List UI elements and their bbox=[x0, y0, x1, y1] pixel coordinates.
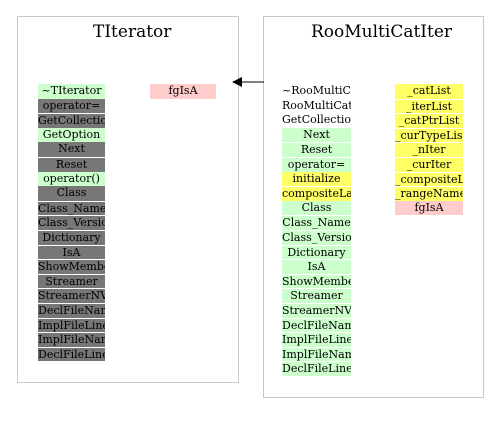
titerator-method-getoption[interactable]: GetOption bbox=[38, 127, 105, 143]
roomulticatiter-method-declfilename[interactable]: DeclFileName bbox=[282, 317, 351, 333]
roomulticatiter-method-showmembers[interactable]: ShowMembers bbox=[282, 273, 351, 289]
titerator-method-streamer[interactable]: Streamer bbox=[38, 273, 105, 289]
roomulticatiter-member-niter[interactable]: _nIter bbox=[395, 142, 463, 157]
roomulticatiter-member-rangename[interactable]: _rangeName bbox=[395, 186, 463, 201]
titerator-method-streamernvirtual[interactable]: StreamerNVirtual bbox=[38, 288, 105, 303]
titerator-method-operator[interactable]: operator() bbox=[38, 171, 105, 187]
roomulticatiter-method-getcollection[interactable]: GetCollection bbox=[282, 113, 351, 127]
titerator-method-operator[interactable]: operator= bbox=[38, 98, 105, 114]
titerator-method-implfilename[interactable]: ImplFileName bbox=[38, 332, 105, 347]
roomulticatiter-method-initialize[interactable]: initialize bbox=[282, 171, 351, 187]
titerator-method-implfileline[interactable]: ImplFileLine bbox=[38, 317, 105, 333]
titerator-method-titerator[interactable]: ~TIterator bbox=[38, 84, 105, 99]
roomulticatiter-method-streamernvirtual[interactable]: StreamerNVirtual bbox=[282, 302, 351, 318]
roomulticatiter-method-class-version[interactable]: Class_Version bbox=[282, 229, 351, 245]
roomulticatiter-method-next[interactable]: Next bbox=[282, 127, 351, 143]
titerator-method-declfileline[interactable]: DeclFileLine bbox=[38, 346, 105, 362]
titerator-method-reset[interactable]: Reset bbox=[38, 156, 105, 172]
roomulticatiter-method-implfilename[interactable]: ImplFileName bbox=[282, 346, 351, 362]
titerator-method-class[interactable]: Class bbox=[38, 186, 105, 201]
titerator-method-getcollection[interactable]: GetCollection bbox=[38, 113, 105, 128]
titerator-member-fgisa[interactable]: fgIsA bbox=[150, 84, 216, 99]
roomulticatiter-method-dictionary[interactable]: Dictionary bbox=[282, 244, 351, 260]
inheritance-arrow bbox=[232, 77, 264, 87]
titerator-method-declfilename[interactable]: DeclFileName bbox=[38, 302, 105, 318]
titerator-method-class-version[interactable]: Class_Version bbox=[38, 215, 105, 230]
roomulticatiter-member-iterlist[interactable]: _iterList bbox=[395, 98, 463, 114]
roomulticatiter-title: RooMultiCatIter bbox=[311, 22, 453, 42]
titerator-members-column: fgIsA bbox=[150, 84, 216, 99]
roomulticatiter-member-catptrlist[interactable]: _catPtrList bbox=[395, 113, 463, 128]
roomulticatiter-member-catlist[interactable]: _catList bbox=[395, 84, 463, 99]
titerator-method-showmembers[interactable]: ShowMembers bbox=[38, 259, 105, 274]
roomulticatiter-method-operator[interactable]: operator= bbox=[282, 156, 351, 172]
titerator-title: TIterator bbox=[93, 22, 172, 42]
inheritance-arrow-head bbox=[232, 77, 242, 87]
titerator-method-class-name[interactable]: Class_Name bbox=[38, 200, 105, 216]
roomulticatiter-method-streamer[interactable]: Streamer bbox=[282, 288, 351, 303]
roomulticatiter-method-isa[interactable]: IsA bbox=[282, 259, 351, 274]
roomulticatiter-methods-column: ~RooMultiCatIterRooMultiCatIterGetCollec… bbox=[282, 84, 351, 376]
roomulticatiter-member-curiter[interactable]: _curIter bbox=[395, 156, 463, 172]
roomulticatiter-method-reset[interactable]: Reset bbox=[282, 142, 351, 157]
roomulticatiter-member-curtypelist[interactable]: _curTypeList bbox=[395, 127, 463, 143]
roomulticatiter-method-roomulticatiter[interactable]: RooMultiCatIter bbox=[282, 98, 351, 112]
roomulticatiter-method-class[interactable]: Class bbox=[282, 200, 351, 216]
roomulticatiter-method-roomulticatiter[interactable]: ~RooMultiCatIter bbox=[282, 84, 351, 97]
roomulticatiter-members-column: _catList_iterList_catPtrList_curTypeList… bbox=[395, 84, 463, 216]
titerator-methods-column: ~TIteratoroperator=GetCollectionGetOptio… bbox=[38, 84, 105, 362]
roomulticatiter-member-fgisa[interactable]: fgIsA bbox=[395, 200, 463, 216]
roomulticatiter-method-class-name[interactable]: Class_Name bbox=[282, 215, 351, 230]
roomulticatiter-member-compositelabel[interactable]: _compositeLabel bbox=[395, 171, 463, 187]
titerator-method-dictionary[interactable]: Dictionary bbox=[38, 229, 105, 245]
roomulticatiter-method-compositelabel[interactable]: compositeLabel bbox=[282, 186, 351, 201]
titerator-method-next[interactable]: Next bbox=[38, 142, 105, 157]
roomulticatiter-method-implfileline[interactable]: ImplFileLine bbox=[282, 332, 351, 347]
titerator-method-isa[interactable]: IsA bbox=[38, 244, 105, 260]
roomulticatiter-method-declfileline[interactable]: DeclFileLine bbox=[282, 361, 351, 376]
